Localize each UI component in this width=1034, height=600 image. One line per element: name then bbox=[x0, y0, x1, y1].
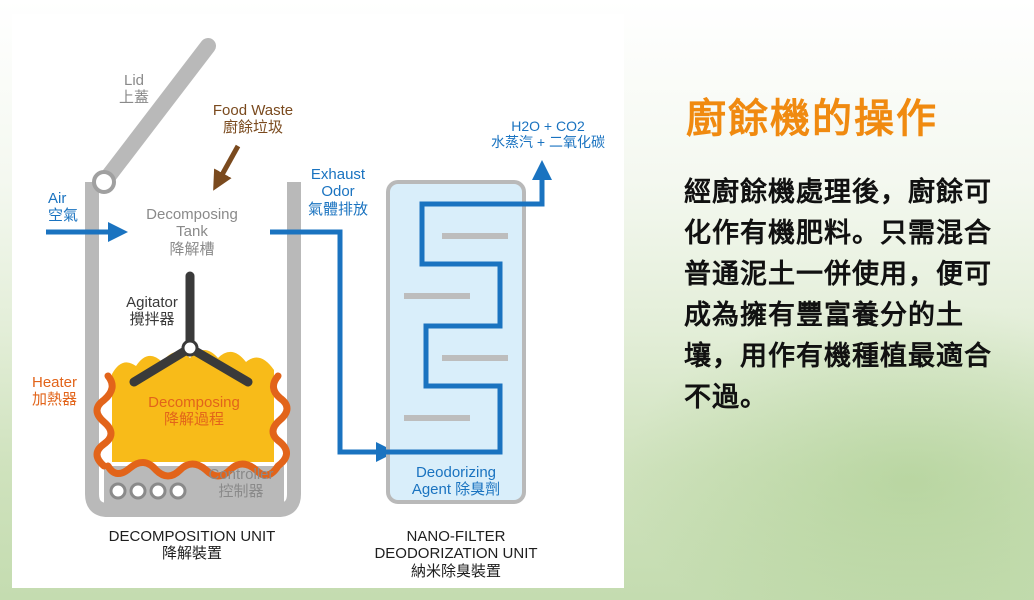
lid bbox=[92, 38, 216, 194]
decomposing-label: Decomposing 降解過程 bbox=[136, 394, 252, 429]
air-label-zh: 空氣 bbox=[48, 207, 79, 225]
controller-label: Controller 控制器 bbox=[196, 466, 286, 501]
controller-buttons bbox=[109, 482, 187, 500]
exhaust-label-en2: Odor bbox=[321, 183, 355, 201]
deodorizing-label-en2: Agent 除臭劑 bbox=[411, 481, 501, 499]
nano-filter-unit-label: NANO-FILTER DEODORIZATION UNIT 納米除臭裝置 bbox=[356, 528, 556, 580]
deodorizing-label-en1: Deodorizing bbox=[415, 464, 497, 481]
decomposition-unit-label-en: DECOMPOSITION UNIT bbox=[108, 528, 276, 545]
tank-label-en2: Tank bbox=[176, 223, 208, 241]
exhaust-label-en1: Exhaust bbox=[310, 166, 366, 183]
decomposition-unit-label: DECOMPOSITION UNIT 降解裝置 bbox=[72, 528, 312, 563]
nano-unit-label-zh: 納米除臭裝置 bbox=[410, 562, 501, 580]
heater-label: Heater 加熱器 bbox=[32, 374, 77, 409]
food-waste-label-zh: 廚餘垃圾 bbox=[222, 119, 283, 137]
page-title: 廚餘機的操作 bbox=[686, 96, 938, 142]
output-label-en: H2O + CO2 bbox=[511, 118, 585, 134]
food-waste-machine-diagram: Lid 上蓋 Food Waste 廚餘垃圾 Air 空氣 Decomposin… bbox=[12, 14, 624, 588]
air-label: Air 空氣 bbox=[48, 190, 78, 225]
food-waste-arrow bbox=[213, 144, 241, 191]
background-field bbox=[620, 300, 1034, 600]
food-waste-label: Food Waste 廚餘垃圾 bbox=[198, 102, 308, 137]
lid-label: Lid 上蓋 bbox=[110, 72, 158, 107]
controller-label-en: Controller bbox=[208, 466, 274, 483]
agitator-label-zh: 攪拌器 bbox=[129, 311, 175, 329]
exhaust-flow-arrow bbox=[270, 229, 396, 462]
heater-label-zh: 加熱器 bbox=[32, 391, 78, 409]
deodorizing-agent-label: Deodorizing Agent 除臭劑 bbox=[394, 464, 518, 499]
output-label-zh: 水蒸汽 + 二氧化碳 bbox=[491, 134, 605, 151]
lid-label-zh: 上蓋 bbox=[118, 89, 149, 107]
tank-label-zh: 降解槽 bbox=[169, 240, 215, 258]
decomposing-label-zh: 降解過程 bbox=[163, 411, 224, 429]
lid-label-en: Lid bbox=[123, 72, 145, 89]
decomposing-label-en: Decomposing bbox=[148, 394, 240, 411]
output-label: H2O + CO2 水蒸汽 + 二氧化碳 bbox=[478, 118, 618, 150]
heater-label-en: Heater bbox=[32, 374, 78, 391]
diagram-graphics bbox=[46, 38, 552, 517]
agitator-label: Agitator 攪拌器 bbox=[112, 294, 192, 329]
nano-unit-label-en1: NANO-FILTER bbox=[406, 528, 506, 545]
tank-label-en1: Decomposing bbox=[146, 206, 238, 223]
nano-unit-label-en2: DEODORIZATION UNIT bbox=[374, 545, 538, 563]
exhaust-label: Exhaust Odor 氣體排放 bbox=[298, 166, 378, 218]
heater-coil bbox=[93, 372, 291, 480]
controller-label-zh: 控制器 bbox=[218, 483, 264, 501]
food-waste-label-en: Food Waste bbox=[212, 102, 294, 119]
agitator bbox=[129, 271, 253, 387]
exhaust-label-zh: 氣體排放 bbox=[307, 200, 368, 218]
tank-label: Decomposing Tank 降解槽 bbox=[126, 206, 258, 258]
description-text: 經廚餘機處理後，廚餘可化作有機肥料。只需混合普通泥土一併使用，便可成為擁有豐富養… bbox=[684, 177, 992, 413]
filter-flow-path bbox=[386, 160, 552, 455]
air-label-en: Air bbox=[48, 190, 67, 207]
decomposition-unit-label-zh: 降解裝置 bbox=[161, 545, 222, 563]
agitator-label-en: Agitator bbox=[126, 294, 178, 311]
